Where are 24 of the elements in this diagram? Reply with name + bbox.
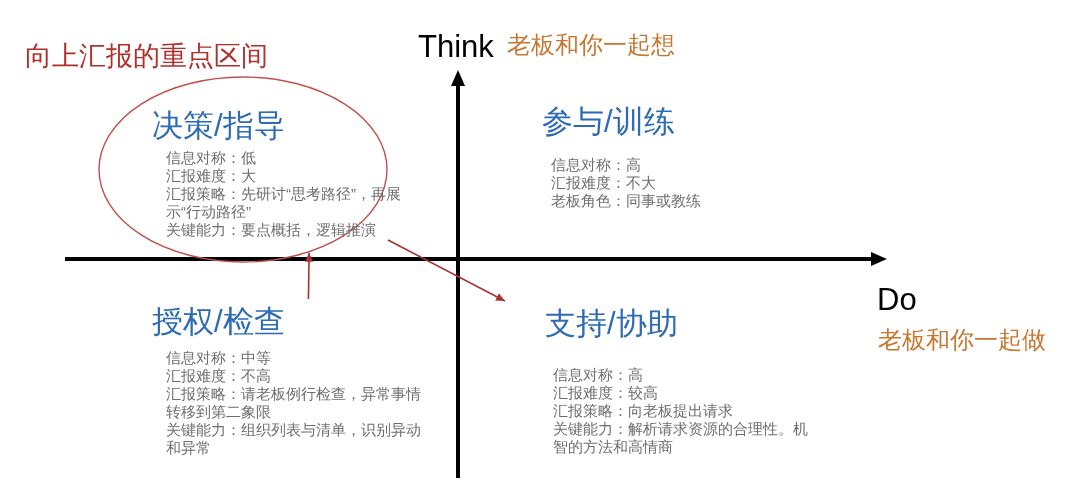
axis-label: Do: [877, 284, 917, 315]
quadrant-title: 参与/训练: [542, 106, 675, 137]
quadrant-detail: 汇报策略：请老板例行检查，异常事情转移到第二象限: [166, 385, 422, 421]
quadrant-detail: 汇报难度：不高: [166, 367, 272, 385]
quadrant-detail: 信息对称：高: [553, 366, 644, 384]
quadrant-detail: 老板角色：同事或教练: [551, 192, 702, 210]
quadrant-title: 授权/检查: [152, 306, 285, 337]
arrow: [387, 239, 506, 302]
quadrant-detail: 信息对称：中等: [166, 349, 272, 367]
quadrant-title: 支持/协助: [545, 308, 678, 339]
diagram-title: 向上汇报的重点区间: [25, 43, 268, 70]
quadrant-detail: 汇报难度：大: [166, 167, 257, 185]
arrow: [305, 251, 313, 300]
quadrant-title: 决策/指导: [152, 110, 285, 141]
axis-note: 老板和你一起想: [507, 33, 675, 57]
quadrant-detail: 汇报难度：不大: [551, 174, 657, 192]
axis-label: Think: [418, 31, 494, 62]
quadrant-detail: 关键能力：解析请求资源的合理性。机智的方法和高情商: [553, 420, 809, 456]
quadrant-detail: 汇报难度：较高: [553, 384, 659, 402]
quadrant-detail: 信息对称：高: [551, 156, 642, 174]
axis-note: 老板和你一起做: [878, 328, 1046, 352]
quadrant-detail: 汇报策略：向老板提出请求: [553, 402, 734, 420]
quadrant-detail: 关键能力：组织列表与清单，识别异动和异常: [166, 421, 422, 457]
quadrant-detail: 信息对称：低: [166, 149, 257, 167]
